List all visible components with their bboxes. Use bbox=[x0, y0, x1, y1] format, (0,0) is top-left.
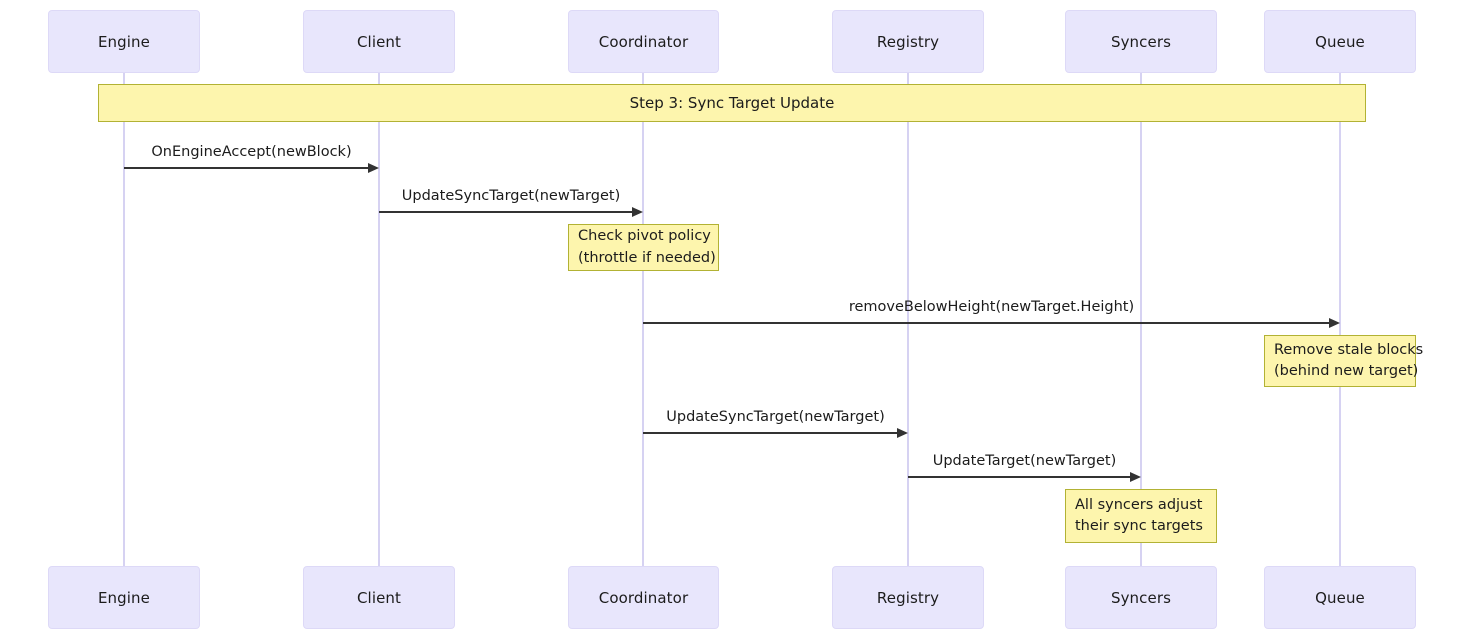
lifeline-registry bbox=[907, 73, 909, 566]
message-label: UpdateSyncTarget(newTarget) bbox=[401, 188, 621, 204]
note-line: their sync targets bbox=[1075, 518, 1203, 534]
participant-label: Syncers bbox=[1110, 588, 1172, 607]
arrow-head-icon bbox=[632, 206, 643, 217]
participant-label: Registry bbox=[876, 32, 940, 51]
participant-top-registry[interactable]: Registry bbox=[832, 10, 984, 73]
note-line: Remove stale blocks bbox=[1274, 341, 1424, 358]
message-label: UpdateSyncTarget(newTarget) bbox=[666, 409, 885, 425]
message-line bbox=[643, 322, 1331, 324]
note-remove-stale-blocks: Remove stale blocks (behind new target) bbox=[1264, 335, 1424, 387]
note-line: All syncers adjust bbox=[1075, 496, 1203, 513]
lifeline-coordinator bbox=[642, 73, 644, 566]
participant-bottom-engine[interactable]: Engine bbox=[48, 566, 200, 629]
participant-label: Syncers bbox=[1110, 32, 1172, 51]
participant-label: Engine bbox=[97, 32, 150, 51]
participant-bottom-coordinator[interactable]: Coordinator bbox=[568, 566, 719, 629]
lifeline-syncers bbox=[1140, 73, 1142, 566]
participant-label: Queue bbox=[1315, 32, 1365, 51]
participant-label: Client bbox=[356, 588, 402, 607]
participant-label: Coordinator bbox=[598, 588, 689, 607]
lifeline-engine bbox=[123, 73, 125, 566]
participant-label: Client bbox=[356, 32, 402, 51]
participant-label: Engine bbox=[97, 588, 150, 607]
message-line bbox=[379, 211, 634, 213]
message-line bbox=[908, 476, 1132, 478]
lifeline-queue bbox=[1339, 73, 1341, 566]
participant-bottom-syncers[interactable]: Syncers bbox=[1065, 566, 1217, 629]
participant-top-engine[interactable]: Engine bbox=[48, 10, 200, 73]
participant-bottom-registry[interactable]: Registry bbox=[832, 566, 984, 629]
participant-bottom-client[interactable]: Client bbox=[303, 566, 455, 629]
participant-label: Coordinator bbox=[598, 32, 689, 51]
note-line: Check pivot policy bbox=[578, 228, 711, 245]
participant-bottom-queue[interactable]: Queue bbox=[1264, 566, 1416, 629]
arrow-head-icon bbox=[1130, 471, 1141, 482]
message-label: OnEngineAccept(newBlock) bbox=[151, 144, 352, 160]
lifeline-client bbox=[378, 73, 380, 566]
participant-top-client[interactable]: Client bbox=[303, 10, 455, 73]
participant-label: Queue bbox=[1315, 588, 1365, 607]
message-line bbox=[643, 432, 899, 434]
section-banner: Step 3: Sync Target Update bbox=[98, 84, 1366, 122]
note-line: (throttle if needed) bbox=[578, 249, 716, 266]
arrow-head-icon bbox=[897, 427, 908, 438]
arrow-head-icon bbox=[1329, 317, 1340, 328]
message-label: UpdateTarget(newTarget) bbox=[932, 453, 1117, 469]
note-all-syncers-adjust: All syncers adjust their sync targets bbox=[1065, 489, 1217, 543]
arrow-head-icon bbox=[368, 162, 379, 173]
note-line: (behind new target) bbox=[1274, 363, 1419, 379]
message-label: removeBelowHeight(newTarget.Height) bbox=[848, 299, 1135, 315]
note-check-pivot-policy: Check pivot policy (throttle if needed) bbox=[568, 224, 719, 271]
section-banner-label: Step 3: Sync Target Update bbox=[629, 94, 835, 112]
message-line bbox=[124, 167, 370, 169]
participant-top-coordinator[interactable]: Coordinator bbox=[568, 10, 719, 73]
participant-label: Registry bbox=[876, 588, 940, 607]
participant-top-queue[interactable]: Queue bbox=[1264, 10, 1416, 73]
participant-top-syncers[interactable]: Syncers bbox=[1065, 10, 1217, 73]
